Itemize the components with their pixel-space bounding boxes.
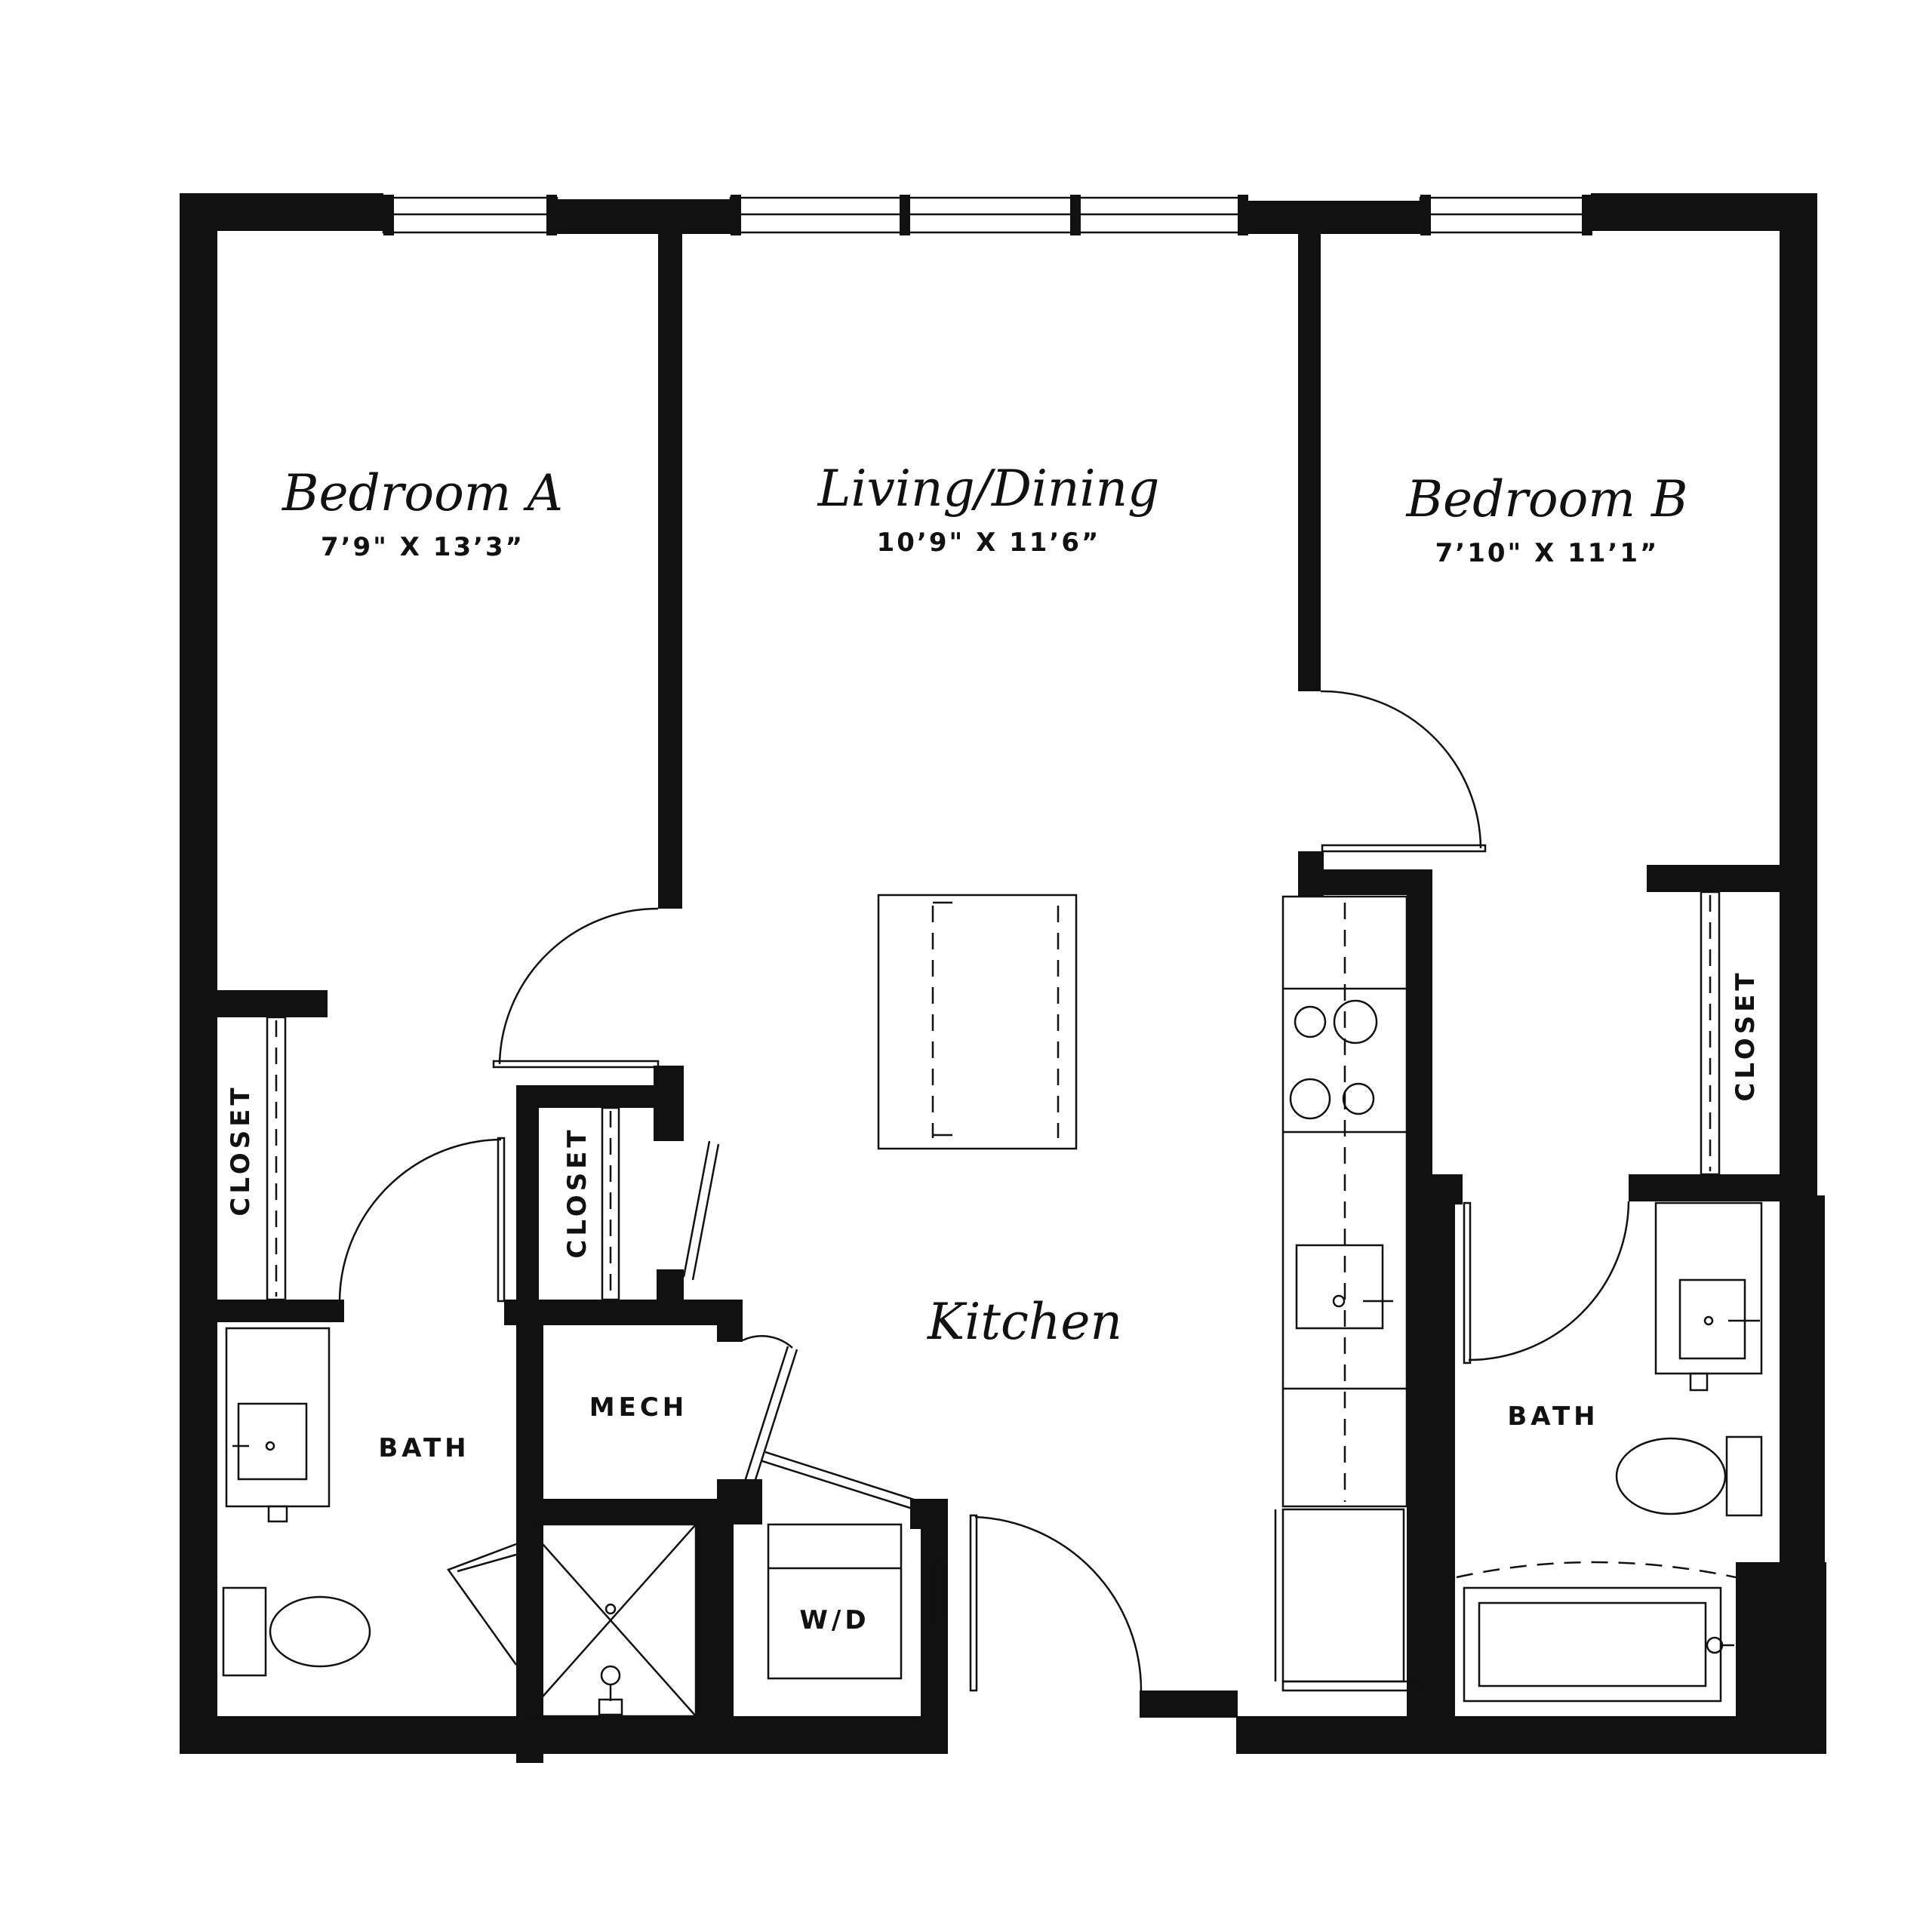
living-name: Living/Dining [817, 460, 1160, 518]
vanity-sink-icon [1654, 1201, 1763, 1392]
mech-label: MECH [589, 1392, 688, 1423]
bedroom-b-dims: 7’10" X 11’1” [1435, 538, 1660, 568]
bedroom-a-dims: 7’9" X 13’3” [321, 532, 525, 562]
windows [382, 195, 1592, 235]
shower-icon [524, 1523, 697, 1718]
wd-label: W/D [799, 1605, 869, 1635]
door-laundry [761, 1451, 945, 1626]
door-shower [447, 1543, 518, 1666]
closet-hall-label: CLOSET [562, 1126, 592, 1258]
bath-b-label: BATH [1507, 1401, 1598, 1432]
door-bedroom-b [1320, 690, 1487, 853]
bath-b-fixtures [1456, 1201, 1763, 1703]
toilet-icon [222, 1586, 371, 1677]
cooktop-icon [1289, 999, 1378, 1120]
window-bedroom-a [382, 195, 558, 235]
vanity-sink-icon [225, 1327, 331, 1523]
toilet-icon [1615, 1435, 1763, 1517]
washer-dryer-icon [767, 1523, 903, 1680]
closet-a-label: CLOSET [226, 1084, 256, 1216]
closet-rods [266, 891, 1721, 1301]
window-bedroom-b [1419, 195, 1592, 235]
interior-walls [217, 231, 1780, 1763]
door-mech [742, 1335, 798, 1487]
door-hall-closet [682, 1140, 720, 1281]
kitchen-name: Kitchen [927, 1293, 1122, 1351]
window-living [729, 195, 1248, 235]
door-bedroom-a [492, 907, 660, 1069]
kitchen-counter [1274, 895, 1425, 1692]
exterior-walls [180, 193, 1826, 1754]
living-dims: 10’9" X 11’6” [877, 528, 1101, 558]
door-bath-b [1463, 1201, 1630, 1364]
bath-a-label: BATH [378, 1433, 469, 1463]
bathtub-icon [1456, 1561, 1737, 1703]
closet-b-label: CLOSET [1730, 969, 1761, 1101]
kitchen-sink-icon [1295, 1244, 1393, 1330]
door-entry [969, 1514, 1143, 1692]
door-bath-a [338, 1137, 506, 1303]
room-labels: Bedroom A 7’9" X 13’3” Living/Dining 10’… [226, 460, 1761, 1635]
bedroom-b-name: Bedroom B [1406, 470, 1688, 528]
bedroom-a-name: Bedroom A [281, 464, 563, 522]
doors [338, 690, 1630, 1692]
kitchen-island [877, 894, 1078, 1150]
bath-a-fixtures [222, 1327, 697, 1718]
